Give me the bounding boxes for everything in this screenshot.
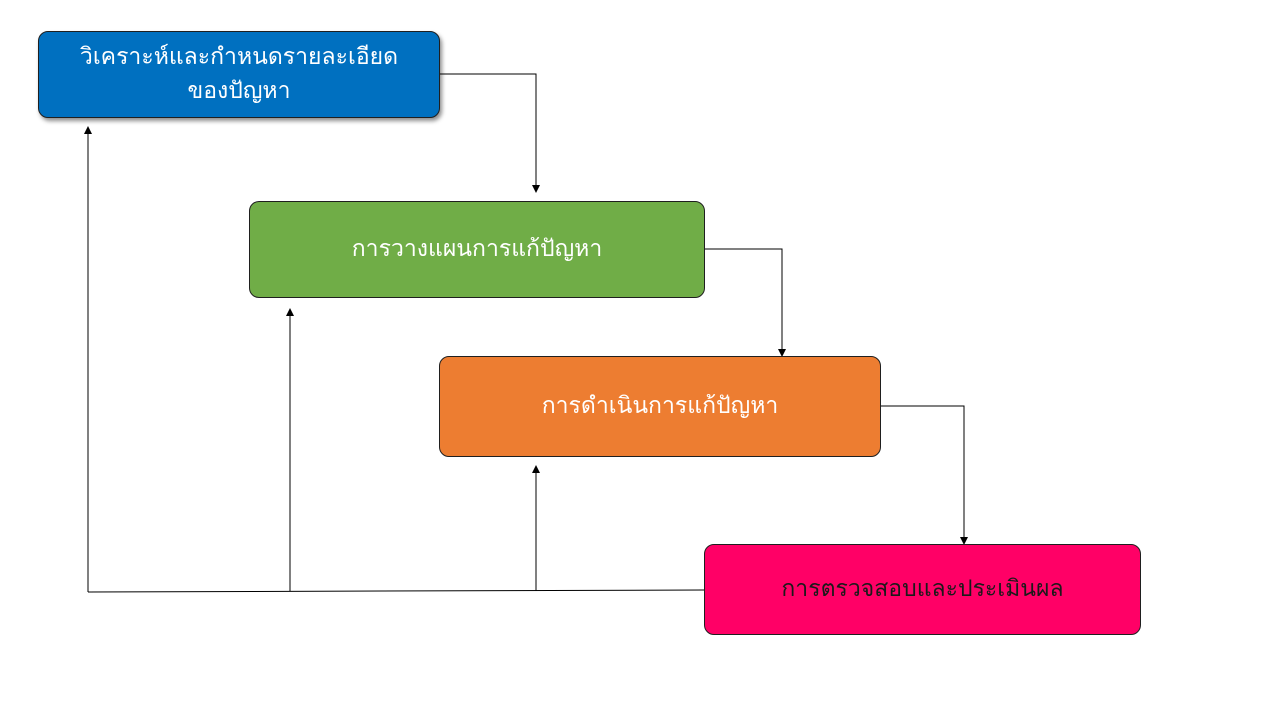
step-analyze-problem: วิเคราะห์และกำหนดรายละเอียด ของปัญหา <box>38 31 440 118</box>
step-plan-solution-label: การวางแผนการแก้ปัญหา <box>351 235 603 262</box>
step-execute-solution-label: การดำเนินการแก้ปัญหา <box>541 392 779 419</box>
step-verify-evaluate: การตรวจสอบและประเมินผล <box>704 544 1141 635</box>
feedback-baseline <box>87 589 705 593</box>
step-verify-evaluate-label: การตรวจสอบและประเมินผล <box>781 575 1064 602</box>
arrow-step3-to-step4 <box>881 405 968 545</box>
step-execute-solution: การดำเนินการแก้ปัญหา <box>439 356 881 457</box>
step-plan-solution: การวางแผนการแก้ปัญหา <box>249 201 705 298</box>
arrow-step2-to-step3 <box>705 248 786 357</box>
step-analyze-problem-label: วิเคราะห์และกำหนดรายละเอียด ของปัญหา <box>79 44 399 104</box>
arrow-step1-to-step2 <box>440 73 540 193</box>
